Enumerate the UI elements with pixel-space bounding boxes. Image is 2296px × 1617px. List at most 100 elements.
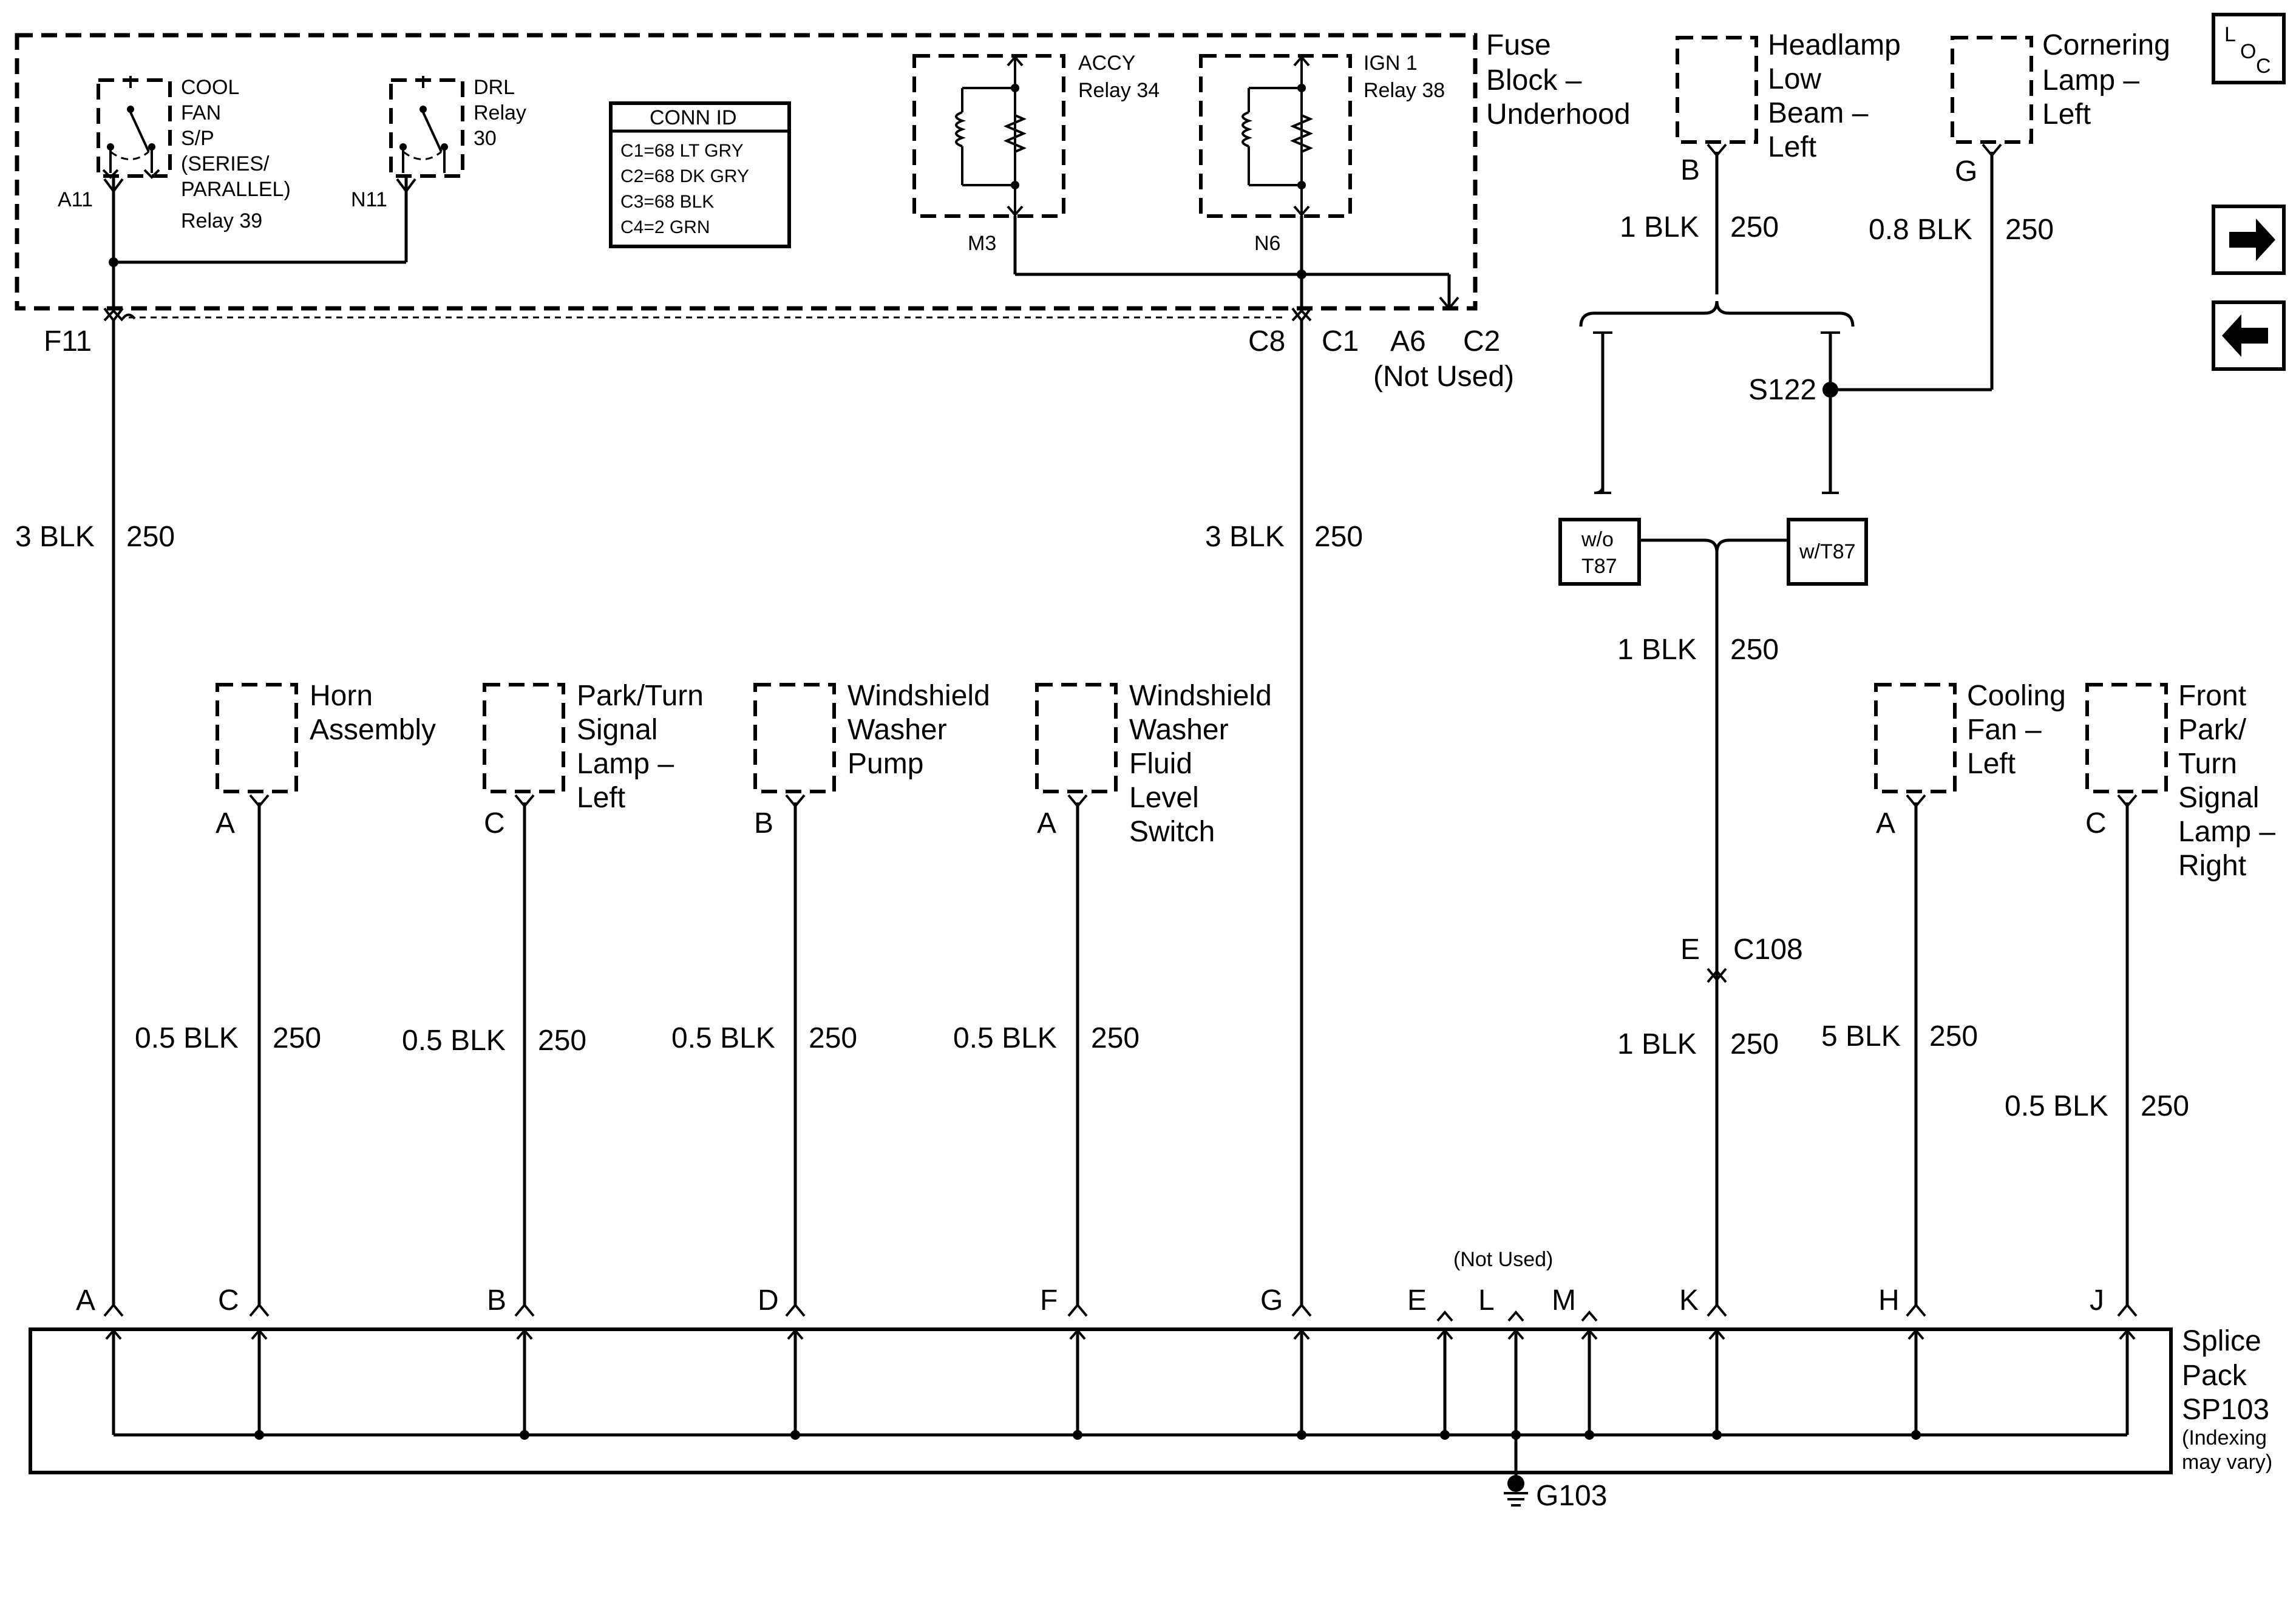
cool-fan-relay-label-3: S/P: [181, 127, 214, 150]
splice-pin-label: D: [758, 1284, 779, 1317]
fuse-block-out-a6: A6: [1390, 325, 1426, 358]
fuse-block-out-f11: F11: [44, 325, 92, 358]
component-label-line: Signal: [2178, 782, 2259, 814]
splice-pin-C: C: [218, 1284, 270, 1440]
cool-fan-relay-label-1: COOL: [181, 76, 239, 99]
splice-pack-sp103: Splice Pack SP103 (Indexing may vary) (N…: [29, 1248, 2272, 1474]
drl-relay-label-3: 30: [474, 127, 497, 150]
cornering-wire-circuit: 250: [2005, 214, 2054, 246]
fuse-block-not-used: (Not Used): [1373, 361, 1514, 393]
component-box: [2085, 683, 2168, 793]
splice-pin-H: H: [1878, 1284, 1926, 1440]
ign1-relay-label-1: IGN 1: [1364, 52, 1418, 75]
splice-pin-M: M: [1552, 1284, 1598, 1440]
headlamp-pin: B: [1680, 154, 1700, 186]
component-label-line: Horn: [310, 680, 373, 712]
splice-pin-K: K: [1679, 1284, 1727, 1440]
splice-pack-note-1: (Indexing: [2182, 1426, 2267, 1449]
cornering-lamp-left: Cornering Lamp – Left G 0.8 BLK 250: [1869, 29, 2170, 390]
cornering-wire-size: 0.8 BLK: [1869, 214, 1972, 246]
component-pin: C: [484, 807, 505, 839]
component-box: [216, 683, 298, 793]
splice-pin-label: H: [1878, 1284, 1900, 1317]
cool-fan-relay: COOL FAN S/P (SERIES/ PARALLEL) Relay 39…: [58, 76, 291, 261]
fuse-block-out-c8: C8: [1248, 325, 1285, 358]
drl-relay-pin: N11: [351, 188, 387, 211]
ground-label: G103: [1536, 1480, 1607, 1512]
splice-pin-L: L: [1478, 1284, 1524, 1440]
component-wire-circuit: 250: [2141, 1090, 2189, 1122]
headlamp-label-3: Beam –: [1768, 97, 1869, 129]
component-label-line: Windshield: [1129, 680, 1272, 712]
fuse-block-out-c2: C2: [1463, 325, 1500, 358]
component-wire-circuit: 250: [1091, 1022, 1140, 1054]
splice-pin-label: G: [1260, 1284, 1283, 1317]
component-box: [753, 683, 836, 793]
component-label-line: Lamp –: [577, 748, 674, 780]
right-wire-lower-size: 1 BLK: [1617, 1028, 1697, 1060]
ign1-relay-label-2: Relay 38: [1364, 79, 1445, 102]
drl-relay: DRL Relay 30 N11: [351, 76, 526, 262]
component-label-line: Level: [1129, 782, 1199, 814]
component-label-line: Cooling: [1967, 680, 2066, 712]
drl-relay-label-1: DRL: [474, 76, 515, 99]
headlamp-wire-size: 1 BLK: [1620, 211, 1699, 243]
component-wire-circuit: 250: [538, 1025, 586, 1057]
loc-letter-o: O: [2240, 40, 2256, 63]
splice-pin-G: G: [1260, 1284, 1312, 1440]
main-left-wire-circuit: 250: [126, 521, 175, 553]
component-label-line: Left: [1967, 748, 2016, 780]
component-label-line: Assembly: [310, 714, 436, 746]
splice-pin-E: E: [1407, 1284, 1453, 1440]
component-label-line: Washer: [1129, 714, 1229, 746]
fuse-block-title-3: Underhood: [1486, 98, 1631, 131]
headlamp-label-1: Headlamp: [1768, 29, 1901, 61]
component-pin: B: [754, 807, 773, 839]
component-wire-size: 0.5 BLK: [135, 1022, 239, 1054]
conn-id-row-3: C3=68 BLK: [620, 192, 714, 212]
component-label-line: Windshield: [847, 680, 990, 712]
right-wire-upper-size: 1 BLK: [1617, 634, 1697, 666]
back-arrow-icon[interactable]: [2212, 300, 2286, 371]
component-wire-size: 0.5 BLK: [953, 1022, 1057, 1054]
loc-letter-c: C: [2256, 55, 2271, 78]
component-box: [483, 683, 565, 793]
component-box: [1874, 683, 1957, 793]
component-label-line: Park/: [2178, 714, 2247, 746]
accy-relay-pin: M3: [968, 232, 996, 255]
component-pin: A: [1876, 807, 1895, 839]
component-wire-circuit: 250: [273, 1022, 321, 1054]
component-label-line: Turn: [2178, 748, 2237, 780]
splice-pin-A: A: [76, 1284, 124, 1435]
cornering-label-1: Cornering: [2042, 29, 2170, 61]
headlamp-low-beam-left: Headlamp Low Beam – Left B 1 BLK 250: [1620, 29, 1901, 294]
component-label-line: Park/Turn: [577, 680, 704, 712]
component-box: [1035, 683, 1118, 793]
connector-c108-name: C108: [1733, 934, 1803, 966]
component-pin: A: [216, 807, 235, 839]
option-wo-line-1: w/o: [1581, 528, 1614, 551]
ign1-relay-pin: N6: [1254, 232, 1280, 255]
option-wo-line-2: T87: [1581, 555, 1617, 578]
splice-pin-label: J: [2090, 1284, 2104, 1317]
splice-pack-label-3: SP103: [2182, 1394, 2269, 1426]
forward-arrow-icon[interactable]: [2212, 205, 2286, 275]
option-w-label: w/T87: [1799, 540, 1856, 563]
component-wire-size: 0.5 BLK: [671, 1022, 775, 1054]
ground-g103: G103: [1504, 1435, 1607, 1512]
component-label-line: Front: [2178, 680, 2246, 712]
component-label-line: Switch: [1129, 816, 1215, 848]
cornering-label-2: Lamp –: [2042, 64, 2139, 97]
conn-id-row-4: C4=2 GRN: [620, 217, 710, 237]
splice-pin-J: J: [2090, 1284, 2138, 1435]
loc-icon[interactable]: L O C: [2212, 13, 2286, 84]
main-mid-wire-circuit: 250: [1314, 521, 1363, 553]
cornering-pin: G: [1955, 155, 1977, 188]
option-branch: S122 w/o T87 w/T87: [1558, 300, 1992, 586]
accy-relay-label-1: ACCY: [1078, 52, 1135, 75]
splice-pin-F: F: [1040, 1284, 1088, 1440]
